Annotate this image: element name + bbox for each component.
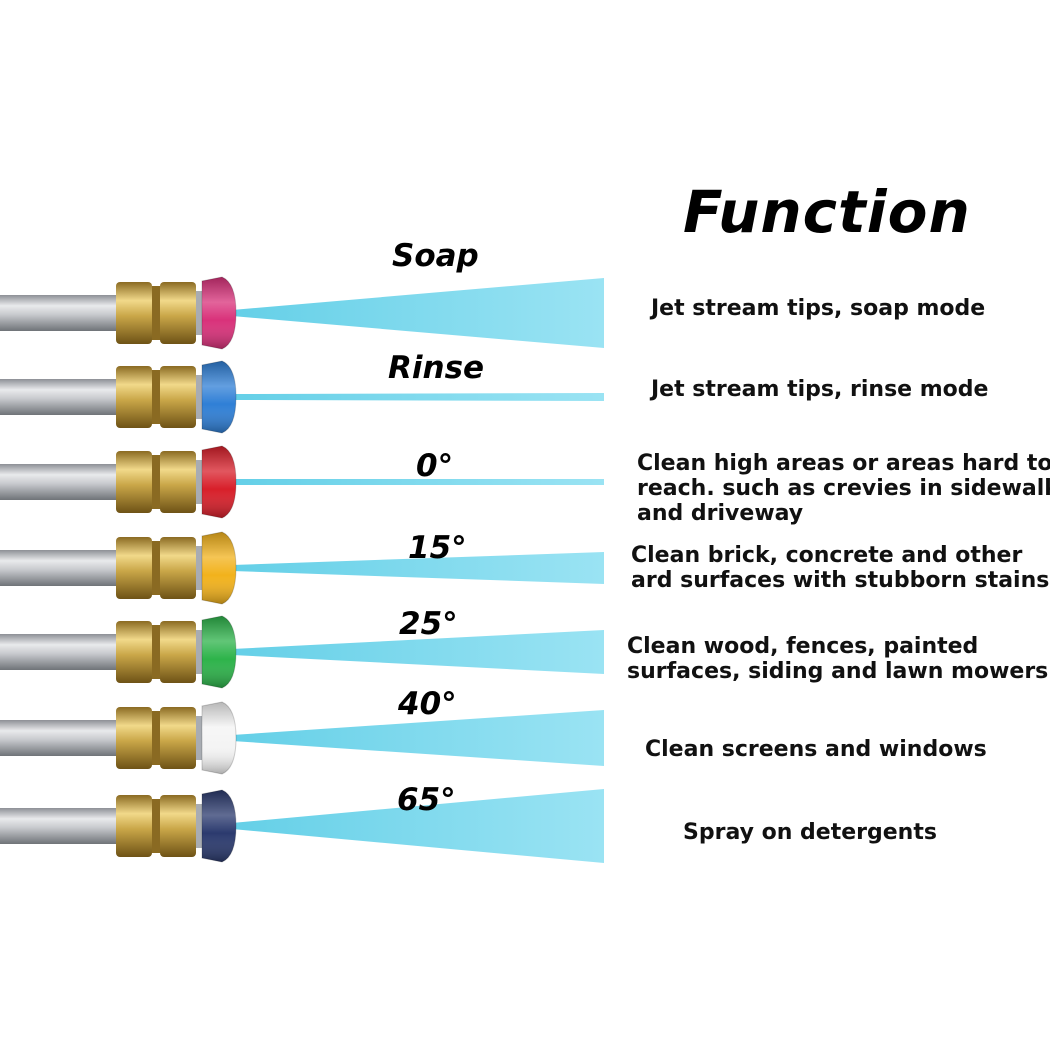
coupler-groove (152, 541, 160, 595)
wand-rod (0, 720, 124, 756)
brass-coupler (160, 795, 196, 857)
nozzle (0, 701, 237, 775)
description-line: Clean wood, fences, painted (627, 634, 979, 659)
coupler-groove (152, 455, 160, 509)
wand-rod (0, 464, 124, 500)
brass-coupler (116, 451, 152, 513)
nozzle-label: 65° (397, 782, 456, 818)
brass-coupler (160, 282, 196, 344)
description-line: Spray on detergents (683, 820, 937, 845)
nozzle (0, 789, 237, 863)
description-line: Clean screens and windows (645, 737, 987, 762)
nozzle-tip-shade (202, 277, 236, 349)
description-line: Jet stream tips, soap mode (651, 296, 986, 321)
nozzle-label: 0° (416, 448, 454, 484)
nozzle-tip-shade (202, 446, 236, 518)
nozzle-label: 25° (399, 606, 458, 642)
nozzle-description: Spray on detergents (683, 820, 937, 845)
brass-coupler (116, 795, 152, 857)
coupler-groove (152, 799, 160, 853)
description-line: and driveway (637, 501, 804, 526)
brass-coupler (160, 366, 196, 428)
nozzle-tip-shade (202, 790, 236, 862)
brass-coupler (116, 621, 152, 683)
nozzle-label: 40° (398, 686, 457, 722)
coupler-groove (152, 286, 160, 340)
nozzle (0, 276, 237, 350)
description-line: Jet stream tips, rinse mode (651, 377, 989, 402)
wand-rod (0, 295, 124, 331)
nozzle-tip-shade (202, 361, 236, 433)
spray-stream (232, 479, 604, 485)
coupler-collar (196, 291, 204, 335)
spray-stream (232, 630, 604, 674)
spray-stream (232, 552, 604, 584)
coupler-collar (196, 460, 204, 504)
nozzle-label: Soap (392, 238, 479, 274)
nozzle-tip-shade (202, 616, 236, 688)
nozzle-description: Jet stream tips, rinse mode (651, 377, 988, 402)
brass-coupler (160, 707, 196, 769)
spray-stream (232, 278, 604, 348)
nozzle-description: Clean screens and windows (645, 737, 987, 762)
spray-stream (232, 393, 604, 401)
wand-rod (0, 550, 124, 586)
nozzle (0, 360, 237, 434)
brass-coupler (116, 366, 152, 428)
nozzle-tip-shade (202, 532, 236, 604)
coupler-groove (152, 370, 160, 424)
spray-stream (232, 789, 604, 863)
wand-rod (0, 808, 124, 844)
coupler-collar (196, 375, 204, 419)
description-line: surfaces, siding and lawn mowers (627, 659, 1049, 684)
function-heading: Function (683, 178, 971, 246)
description-line: ard surfaces with stubborn stains (631, 568, 1050, 593)
coupler-groove (152, 625, 160, 679)
description-line: Clean high areas or areas hard to (637, 451, 1050, 476)
coupler-collar (196, 630, 204, 674)
coupler-groove (152, 711, 160, 765)
nozzle (0, 615, 237, 689)
brass-coupler (160, 451, 196, 513)
brass-coupler (116, 537, 152, 599)
spray-stream (232, 710, 604, 766)
nozzle (0, 531, 237, 605)
wand-rod (0, 379, 124, 415)
brass-coupler (160, 537, 196, 599)
nozzle (0, 445, 237, 519)
nozzle-label: Rinse (388, 350, 485, 386)
coupler-collar (196, 804, 204, 848)
nozzle-description: Jet stream tips, soap mode (651, 296, 985, 321)
brass-coupler (160, 621, 196, 683)
brass-coupler (116, 707, 152, 769)
brass-coupler (116, 282, 152, 344)
nozzle-tip-shade (202, 702, 236, 774)
coupler-collar (196, 716, 204, 760)
description-line: reach. such as crevies in sidewalks (637, 476, 1050, 501)
nozzle-label: 15° (408, 530, 467, 566)
coupler-collar (196, 546, 204, 590)
wand-rod (0, 634, 124, 670)
description-line: Clean brick, concrete and other (631, 543, 1023, 568)
